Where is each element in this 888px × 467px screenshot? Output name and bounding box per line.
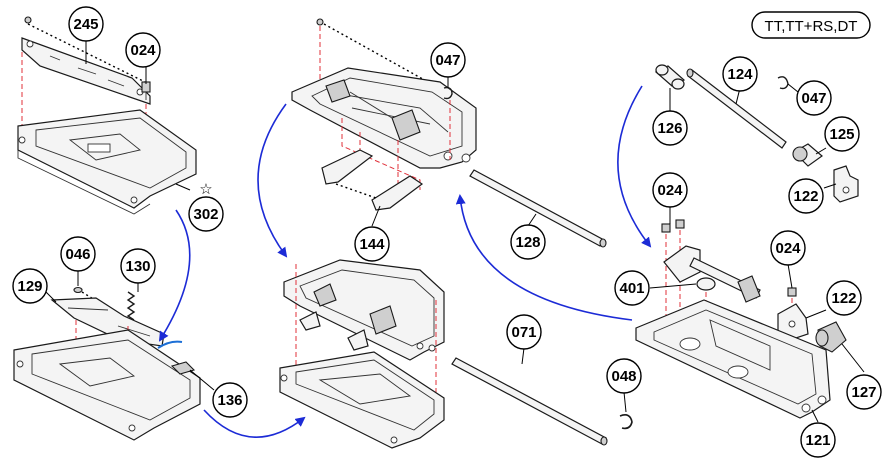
callouts: 245 024 302 ☆ 046 130 129 136 047 144 12… [12,6,882,458]
callout-048-label: 048 [611,368,636,385]
flow-arrow-bottom-left-to-center [203,409,306,438]
top-left-assembly [17,16,197,215]
callout-136: 136 [212,382,248,418]
callout-047-center: 047 [430,42,466,78]
flow-arrow-center-top-to-center-bottom [257,103,288,258]
callout-129-label: 129 [17,278,42,295]
callout-122-top-label: 122 [793,188,818,205]
pin-top-center-part [316,18,324,26]
callout-144-label: 144 [359,236,385,253]
callout-046: 046 [60,236,96,272]
callout-126-label: 126 [657,120,682,137]
callout-125: 125 [824,116,860,152]
flow-arrow-top-left-to-bottom-left [158,209,191,342]
model-label: TT,TT+RS,DT [765,18,858,35]
screw-024-left-part [661,223,671,233]
guide-144-lower-part [371,175,424,211]
top-right-assembly [654,64,859,203]
spring-130-part [126,291,136,321]
center-top-assembly [291,18,477,211]
callout-124-label: 124 [727,66,753,83]
callout-401-label: 401 [619,280,644,297]
callout-122-lower: 122 [826,280,862,316]
callout-302: 302 [188,196,224,232]
callout-047-center-label: 047 [435,52,460,69]
callout-136-label: 136 [217,392,242,409]
callout-047-right: 047 [796,80,832,116]
callout-071-label: 071 [511,324,536,341]
callout-130-label: 130 [125,258,150,275]
block-136-part [170,361,196,375]
callout-121: 121 [800,422,836,458]
center-chassis-part [279,351,445,449]
center-bottom-assembly [279,259,445,449]
flow-arrows [158,85,652,438]
bracket-122-top-part [833,165,859,203]
washer-046-part [73,286,83,294]
frame-121-part [635,299,831,419]
motor-unit-part [391,109,421,141]
callout-127-label: 127 [851,384,876,401]
callout-128-label: 128 [515,234,540,251]
callout-122-lower-label: 122 [831,290,856,307]
callout-245-label: 245 [73,16,98,33]
callout-024-label: 024 [130,42,156,59]
callout-024-right-left: 024 [652,172,688,208]
shaft-128-part [469,169,605,247]
chassis-302-part [17,109,197,209]
flow-arrow-top-right-to-bottom-right [617,85,652,248]
callout-127: 127 [846,374,882,410]
callout-128: 128 [510,224,546,260]
callout-125-label: 125 [829,126,854,143]
leader-lines [45,32,865,423]
callout-024-right: 024 [770,230,806,266]
callout-048: 048 [606,358,642,394]
small-screw-part [24,16,32,24]
bottom-left-assembly [13,286,201,441]
bottom-right-assembly [635,219,847,419]
callout-024-top-left: 024 [125,32,161,68]
callout-047-right-label: 047 [801,90,826,107]
callout-122-top: 122 [788,178,824,214]
callout-046-label: 046 [65,246,90,263]
clip-047-right-part [777,76,789,90]
flow-arrow-right-to-shaft [455,194,633,321]
callout-024-right-label: 024 [775,240,801,257]
callout-121-label: 121 [805,432,830,449]
callout-024-right-left-label: 024 [657,182,683,199]
shaft-071 [451,357,608,446]
callout-130: 130 [120,248,156,284]
callout-144: 144 [354,226,390,262]
shaft-128 [469,169,607,248]
callout-129: 129 [12,268,48,304]
callout-126: 126 [652,110,688,146]
callout-071: 071 [506,314,542,350]
model-label-box: TT,TT+RS,DT [751,11,871,39]
callout-401: 401 [614,270,650,306]
star-symbol: ☆ [199,181,212,198]
screw-024-right-part [787,287,797,297]
pad-401-part [696,277,716,291]
guide-144-upper-part [321,149,374,185]
shaft-071-part [451,357,607,445]
e-ring-048-part [619,414,633,430]
callout-302-label: 302 [193,206,218,223]
chassis-lower-left-part [13,329,201,441]
callout-124: 124 [722,56,758,92]
callout-245: 245 [68,6,104,42]
